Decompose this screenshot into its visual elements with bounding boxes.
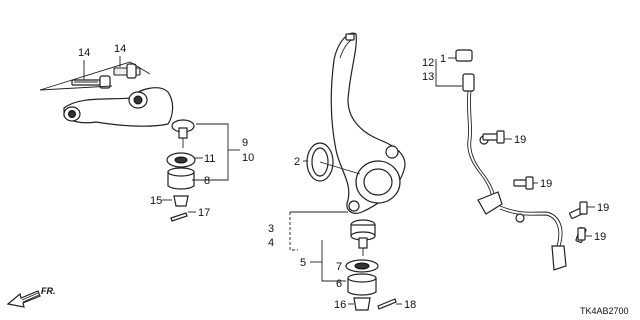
callout-4: 4: [268, 237, 274, 249]
callout-19-c: 19: [597, 202, 609, 214]
front-direction-arrow: FR.: [6, 286, 56, 308]
wheel-speed-sensor: [455, 49, 567, 271]
sensor-bolts: [482, 130, 588, 243]
upper-control-arm: [63, 87, 195, 148]
callout-labels: 14 14 9 10 11 8 15 17 2 3 4 5 7 6 16 18 …: [78, 43, 609, 311]
callout-8: 8: [204, 175, 210, 187]
direction-label: FR.: [41, 286, 56, 296]
callout-11: 11: [204, 153, 215, 165]
callout-12: 12: [422, 57, 434, 69]
upper-arm-bolts: [39, 58, 151, 91]
callout-6: 6: [336, 278, 342, 290]
callout-19-a: 19: [514, 134, 526, 146]
callout-13: 13: [422, 71, 434, 83]
callout-18: 18: [404, 299, 416, 311]
callout-1: 1: [440, 53, 446, 65]
leader-lines: [83, 56, 595, 305]
callout-2: 2: [294, 156, 300, 168]
callout-15: 15: [150, 195, 162, 207]
callout-14-b: 14: [114, 43, 126, 55]
callout-17: 17: [198, 207, 210, 219]
callout-14-a: 14: [78, 47, 90, 59]
callout-7: 7: [336, 261, 342, 273]
callout-16: 16: [334, 299, 346, 311]
callout-3: 3: [268, 223, 274, 235]
callout-5: 5: [300, 257, 306, 269]
steering-knuckle: [330, 32, 406, 214]
lower-ball-joint: [345, 219, 397, 311]
callout-19-d: 19: [594, 231, 606, 243]
diagram-code: TK4AB2700: [580, 306, 629, 316]
callout-9: 9: [242, 137, 248, 149]
callout-10: 10: [242, 152, 254, 164]
callout-19-b: 19: [540, 178, 552, 190]
upper-ball-joint-boot: [166, 152, 196, 222]
